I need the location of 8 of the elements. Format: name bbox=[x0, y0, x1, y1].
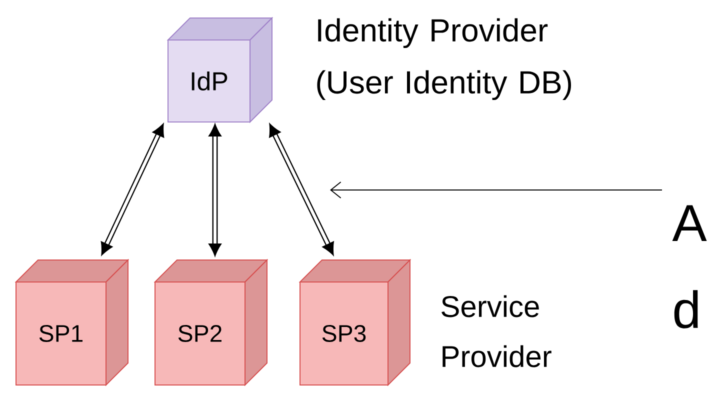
double-arrow bbox=[100, 124, 164, 256]
double-arrow bbox=[269, 124, 334, 256]
leader-arrow bbox=[330, 182, 662, 198]
caption-text: Service Provider bbox=[442, 295, 552, 368]
large-text: A bbox=[672, 205, 707, 241]
caption-text: Identity Provider (User Identity DB) bbox=[317, 18, 571, 100]
double-arrow bbox=[208, 124, 222, 256]
large-text: d bbox=[674, 290, 698, 328]
